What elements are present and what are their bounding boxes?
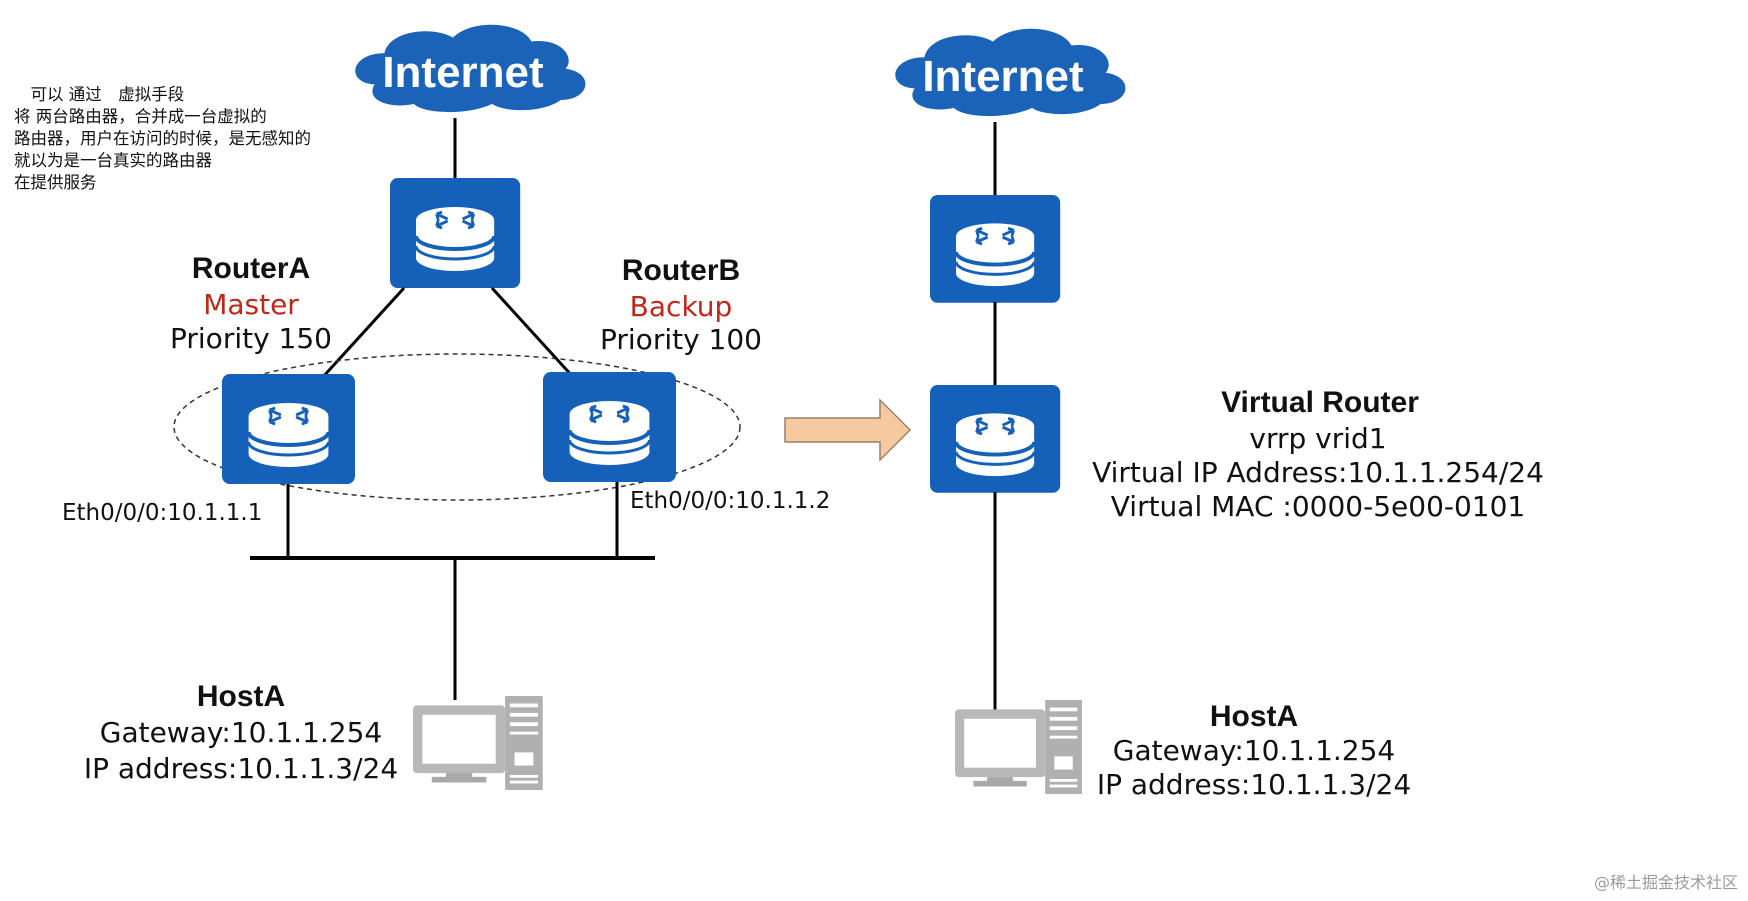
right-host-gateway: Gateway:10.1.1.254: [1112, 734, 1396, 767]
router-a-icon: [220, 372, 357, 486]
note-line: 在提供服务: [14, 173, 97, 192]
vrrp-group-ellipse: [173, 353, 741, 501]
virtual-router-ip: Virtual IP Address:10.1.1.254/24: [1092, 456, 1544, 489]
virtual-router-mac: Virtual MAC :0000-5e00-0101: [1110, 490, 1526, 523]
router-b-priority: Priority 100: [600, 323, 762, 356]
host-a-gateway: Gateway:10.1.1.254: [99, 716, 383, 749]
note-line: 可以 通过 虚拟手段: [14, 85, 185, 104]
router-a-priority: Priority 150: [170, 322, 332, 355]
virtual-router-vrid: vrrp vrid1: [1249, 422, 1387, 455]
right-core-router-icon: [928, 193, 1063, 305]
transform-arrow-icon: [784, 398, 912, 462]
right-host-name: HostA: [1209, 700, 1299, 733]
left-core-router-icon: [388, 176, 523, 290]
note-line: 将 两台路由器，合并成一台虚拟的: [14, 107, 267, 126]
link-core-router-b: [490, 286, 576, 380]
router-a-interface: Eth0/0/0:10.1.1.1: [62, 500, 263, 526]
right-host-pc-icon: [955, 700, 1082, 794]
note-line: 就以为是一台真实的路由器: [14, 151, 212, 170]
annotation-note: 可以 通过 虚拟手段将 两台路由器，合并成一台虚拟的路由器，用户在访问的时候，是…: [14, 84, 311, 194]
router-b-interface: Eth0/0/0:10.1.1.2: [630, 488, 831, 514]
router-b-role: Backup: [629, 290, 733, 323]
right-host-ip: IP address:10.1.1.3/24: [1096, 768, 1412, 801]
right-cloud-label: Internet: [922, 52, 1084, 101]
host-a-ip: IP address:10.1.1.3/24: [83, 752, 399, 785]
router-b-icon: [541, 370, 678, 484]
host-a-pc-icon: [413, 696, 543, 790]
note-line: 路由器，用户在访问的时候，是无感知的: [14, 129, 311, 148]
virtual-router-icon: [928, 383, 1063, 495]
router-a-role: Master: [203, 288, 299, 321]
router-b-name: RouterB: [621, 254, 741, 287]
router-a-name: RouterA: [191, 252, 311, 285]
virtual-router-name: Virtual Router: [1221, 386, 1419, 419]
watermark: @稀土掘金技术社区: [1593, 873, 1738, 892]
host-a-name: HostA: [196, 680, 286, 713]
left-cloud-label: Internet: [382, 48, 544, 97]
link-core-router-a: [320, 286, 406, 380]
